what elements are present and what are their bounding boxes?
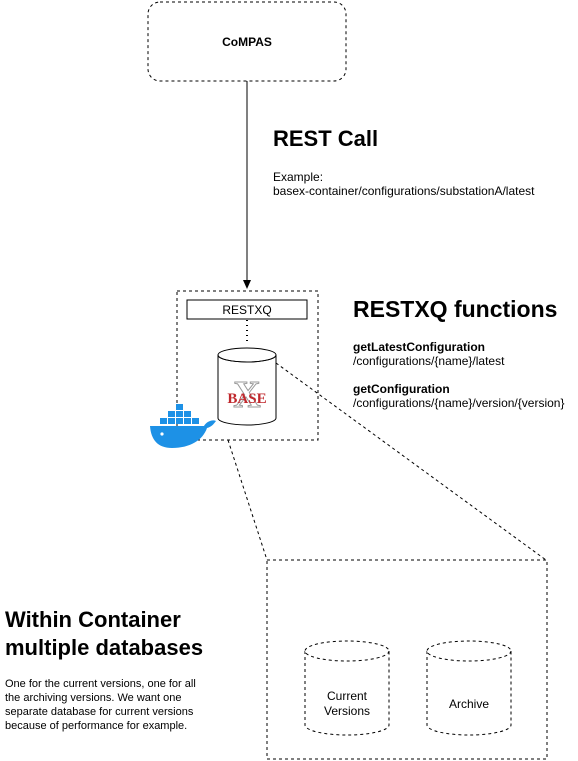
function-path-1: /configurations/{name}/version/{version} xyxy=(353,396,565,410)
current-versions-label-line2: Versions xyxy=(323,704,371,718)
archive-database-icon[interactable] xyxy=(426,640,512,736)
within-container-description-3: because of performance for example. xyxy=(5,720,188,732)
within-container-title-line1: Within Container xyxy=(5,607,181,632)
restxq-label: RESTXQ xyxy=(222,303,272,317)
compas-label: CoMPAS xyxy=(222,35,272,49)
basex-container-box[interactable] xyxy=(176,290,319,441)
function-name-0: getLatestConfiguration xyxy=(353,340,485,354)
rest-call-title: REST Call xyxy=(273,126,379,151)
archive-label: Archive xyxy=(448,697,489,711)
within-container-title-line2: multiple databases xyxy=(5,635,204,660)
rest-call-example-path: basex-container/configurations/substatio… xyxy=(273,184,535,198)
function-name-1: getConfiguration xyxy=(353,382,450,396)
basex-database-icon[interactable] xyxy=(217,347,277,426)
rest-call-example-label: Example: xyxy=(273,170,324,184)
within-container-description-2: separate database for current versions xyxy=(5,706,194,718)
within-container-description-0: One for the current versions, one for al… xyxy=(5,678,196,690)
docker-whale-icon xyxy=(150,404,216,448)
compas-node[interactable] xyxy=(147,1,347,82)
current-versions-label-line1: Current xyxy=(326,689,367,703)
basex-logo-x: X xyxy=(233,374,260,416)
zoom-line-left xyxy=(227,439,268,561)
current-versions-database-icon[interactable] xyxy=(304,640,390,736)
basex-logo-icon: X BASE xyxy=(227,374,266,417)
restxq-box[interactable] xyxy=(186,299,308,320)
restxq-functions-title: RESTXQ functions xyxy=(353,296,558,322)
databases-box[interactable] xyxy=(266,559,548,760)
zoom-line-right xyxy=(275,362,547,561)
function-path-0: /configurations/{name}/latest xyxy=(353,354,505,368)
within-container-description-1: the archiving versions. We want one xyxy=(5,692,182,704)
basex-logo-word: BASE xyxy=(227,391,266,407)
